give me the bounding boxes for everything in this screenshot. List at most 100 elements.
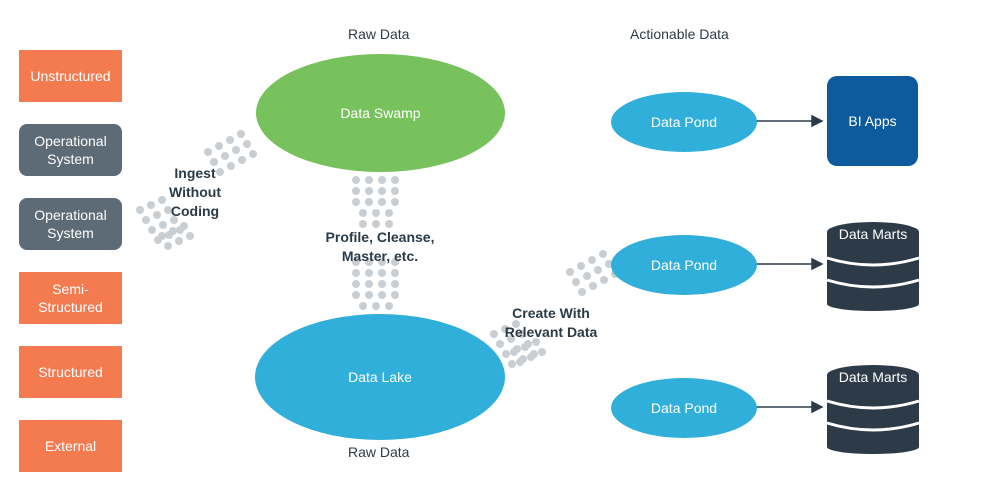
step-profile-line-2: Master, etc. xyxy=(341,248,419,264)
source-external: External xyxy=(19,420,122,472)
flow-dot xyxy=(158,232,166,240)
database-icon xyxy=(826,222,920,311)
step-profile-line-1: Profile, Cleanse, xyxy=(325,229,435,245)
flow-dot xyxy=(391,198,399,206)
flow-dot xyxy=(512,320,520,328)
flow-dot xyxy=(378,280,386,288)
flow-dot xyxy=(365,269,373,277)
flow-dot xyxy=(510,348,518,356)
flow-dot xyxy=(249,150,257,158)
flow-dot xyxy=(352,258,360,266)
data-pond-3: Data Pond xyxy=(611,378,757,438)
flow-dot xyxy=(538,348,546,356)
arrow-to-data-marts-2 xyxy=(811,400,824,414)
flow-dot xyxy=(391,269,399,277)
data-marts-2-label: Data Marts xyxy=(838,369,908,385)
connector-arrows xyxy=(755,114,824,414)
flow-dot xyxy=(186,232,194,240)
flow-dot xyxy=(365,198,373,206)
flow-dot xyxy=(352,187,360,195)
flow-dot xyxy=(142,216,150,224)
flow-dot xyxy=(501,325,509,333)
flow-dot xyxy=(578,288,586,296)
flow-dot xyxy=(215,142,223,150)
flow-dot xyxy=(378,176,386,184)
flow-dot xyxy=(496,340,504,348)
flow-dot xyxy=(391,258,399,266)
bi-apps-box: BI Apps xyxy=(827,76,918,166)
flow-dot xyxy=(507,335,515,343)
flow-dot xyxy=(518,330,526,338)
step-create-line-2: Relevant Data xyxy=(504,324,598,340)
flow-dot xyxy=(372,209,380,217)
flow-dot xyxy=(391,187,399,195)
flow-dot xyxy=(572,278,580,286)
flow-dot xyxy=(378,269,386,277)
flow-dot xyxy=(365,280,373,288)
source-structured: Structured xyxy=(19,346,122,398)
flow-dot xyxy=(378,291,386,299)
flow-dot xyxy=(226,136,234,144)
step-ingest-line-2: Without xyxy=(169,184,221,200)
data-marts-1: Data Marts xyxy=(826,222,920,312)
flow-dot xyxy=(170,216,178,224)
flow-dot xyxy=(238,156,246,164)
flow-dot xyxy=(216,168,224,176)
flow-dot xyxy=(566,268,574,276)
data-swamp: Data Swamp xyxy=(256,54,505,172)
flow-dot xyxy=(136,206,144,214)
data-lake: Data Lake xyxy=(255,314,505,440)
flow-dot xyxy=(589,282,597,290)
flow-dot xyxy=(204,148,212,156)
flow-dot xyxy=(516,358,524,366)
arrow-to-bi-apps xyxy=(811,114,824,128)
step-ingest-label: Ingest Without Coding xyxy=(150,164,240,221)
flow-dot xyxy=(391,291,399,299)
flow-dot xyxy=(237,130,245,138)
source-operational-system-1: Operational System xyxy=(19,124,122,176)
flow-dot xyxy=(502,350,510,358)
flow-dot xyxy=(169,227,177,235)
flow-dot xyxy=(210,158,218,166)
flow-dot xyxy=(164,206,172,214)
flow-dot xyxy=(391,280,399,288)
source-semi-structured: Semi-Structured xyxy=(19,272,122,324)
flow-dot xyxy=(365,176,373,184)
flow-dot xyxy=(588,256,596,264)
heading-raw-data-top: Raw Data xyxy=(348,26,410,42)
flow-dot xyxy=(352,280,360,288)
flow-dot xyxy=(221,152,229,160)
flow-dot xyxy=(359,302,367,310)
flow-dot xyxy=(232,146,240,154)
flow-dot xyxy=(359,220,367,228)
flow-dot xyxy=(365,258,373,266)
flow-dot xyxy=(372,220,380,228)
flow-dot xyxy=(365,187,373,195)
flow-dot xyxy=(180,222,188,230)
flow-dot xyxy=(158,196,166,204)
flow-dot xyxy=(577,262,585,270)
flow-dot xyxy=(490,330,498,338)
heading-raw-data-bottom: Raw Data xyxy=(348,444,410,460)
step-create-label: Create With Relevant Data xyxy=(496,304,606,342)
flow-dot xyxy=(600,276,608,284)
flow-dot xyxy=(365,291,373,299)
step-create-line-1: Create With xyxy=(512,305,590,321)
flow-dot xyxy=(599,250,607,258)
database-icon xyxy=(826,365,920,454)
arrow-to-data-marts-1 xyxy=(811,257,824,271)
flow-dot xyxy=(378,187,386,195)
source-unstructured: Unstructured xyxy=(19,50,122,102)
flow-dot xyxy=(521,343,529,351)
flow-dot xyxy=(159,221,167,229)
flow-dot xyxy=(508,360,516,368)
flow-dot xyxy=(583,272,591,280)
flow-dot xyxy=(527,353,535,361)
source-operational-system-2: Operational System xyxy=(19,198,122,250)
heading-actionable-data: Actionable Data xyxy=(630,26,729,42)
flow-dot xyxy=(594,266,602,274)
flow-dot xyxy=(385,220,393,228)
step-ingest-line-1: Ingest xyxy=(174,165,216,181)
data-marts-1-label: Data Marts xyxy=(838,226,908,242)
